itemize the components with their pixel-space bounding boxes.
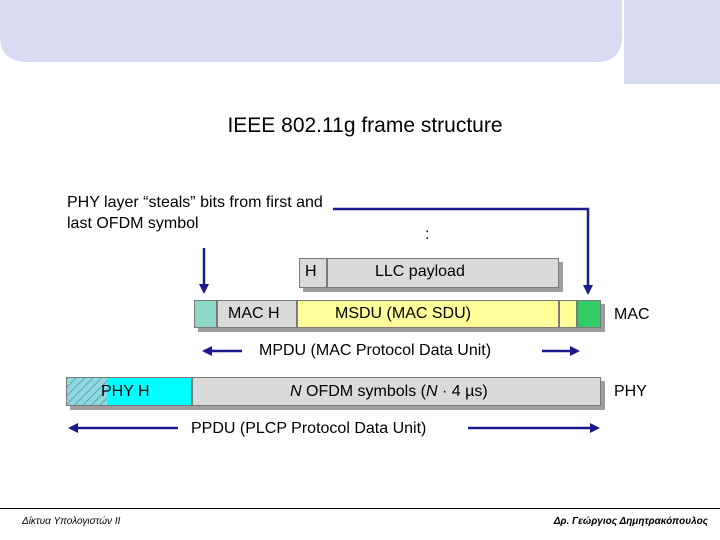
colon-mark: :: [425, 226, 430, 243]
footer-course-title: Δίκτυα Υπολογιστών ΙΙ: [22, 516, 121, 527]
llc-h-label: H: [305, 263, 317, 280]
ofdm-symbols-field: N OFDM symbols (N · 4 µs): [192, 377, 601, 406]
ofdm-symbols-label: N OFDM symbols (N · 4 µs): [290, 383, 488, 400]
mac-pad-field: [559, 300, 577, 328]
mac-header-field: MAC H: [217, 300, 297, 328]
mac-header-label: MAC H: [228, 305, 280, 322]
msdu-label: MSDU (MAC SDU): [335, 305, 471, 322]
page-title: IEEE 802.11g frame structure: [227, 114, 503, 137]
phy-layer-label: PHY: [614, 383, 647, 400]
mac-last-symbol-field: [577, 300, 601, 328]
phy-header-field: PHY H: [66, 377, 192, 406]
llc-payload-field: LLC payload: [327, 258, 559, 288]
llc-h-field: H: [299, 258, 327, 288]
footer-author: Δρ. Γεώργιος Δημητρακόπουλος: [553, 516, 708, 527]
mac-layer-label: MAC: [614, 306, 650, 323]
ppdu-label: PPDU (PLCP Protocol Data Unit): [191, 420, 427, 437]
llc-payload-label: LLC payload: [375, 263, 465, 280]
footer-divider: [0, 508, 720, 509]
mpdu-label: MPDU (MAC Protocol Data Unit): [259, 342, 492, 359]
mac-first-symbol-field: [194, 300, 217, 328]
phy-header-label: PHY H: [101, 383, 150, 400]
phy-steals-note: PHY layer “steals” bits from first and l…: [67, 194, 323, 232]
header-banner: [0, 0, 720, 84]
msdu-field: MSDU (MAC SDU): [297, 300, 559, 328]
pointer-arrow-right: [333, 207, 593, 295]
phy-header-hatch: [67, 378, 107, 405]
